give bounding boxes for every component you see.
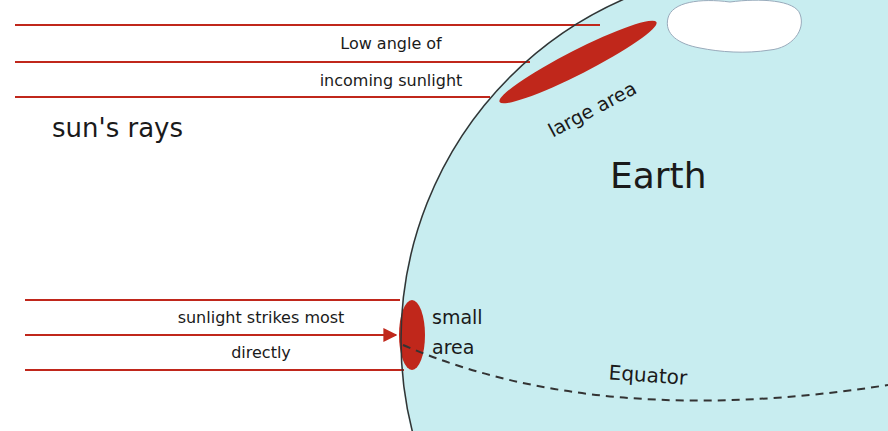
annotation-label: sun's rays: [52, 112, 222, 144]
node-title: Earth: [610, 155, 707, 196]
annotation-label: sunlight strikes most directly: [176, 300, 346, 370]
annotation-label: Low angle of incoming sunlight: [306, 25, 476, 99]
ice-cap: [667, 0, 801, 52]
annotation-label: small area: [432, 302, 490, 362]
earth-outline-circle: [401, 0, 888, 431]
earth-fill: [400, 0, 888, 431]
sun-rays-upper: [15, 25, 600, 97]
equator-line: [403, 345, 888, 401]
sun-rays-lower: [25, 300, 404, 370]
